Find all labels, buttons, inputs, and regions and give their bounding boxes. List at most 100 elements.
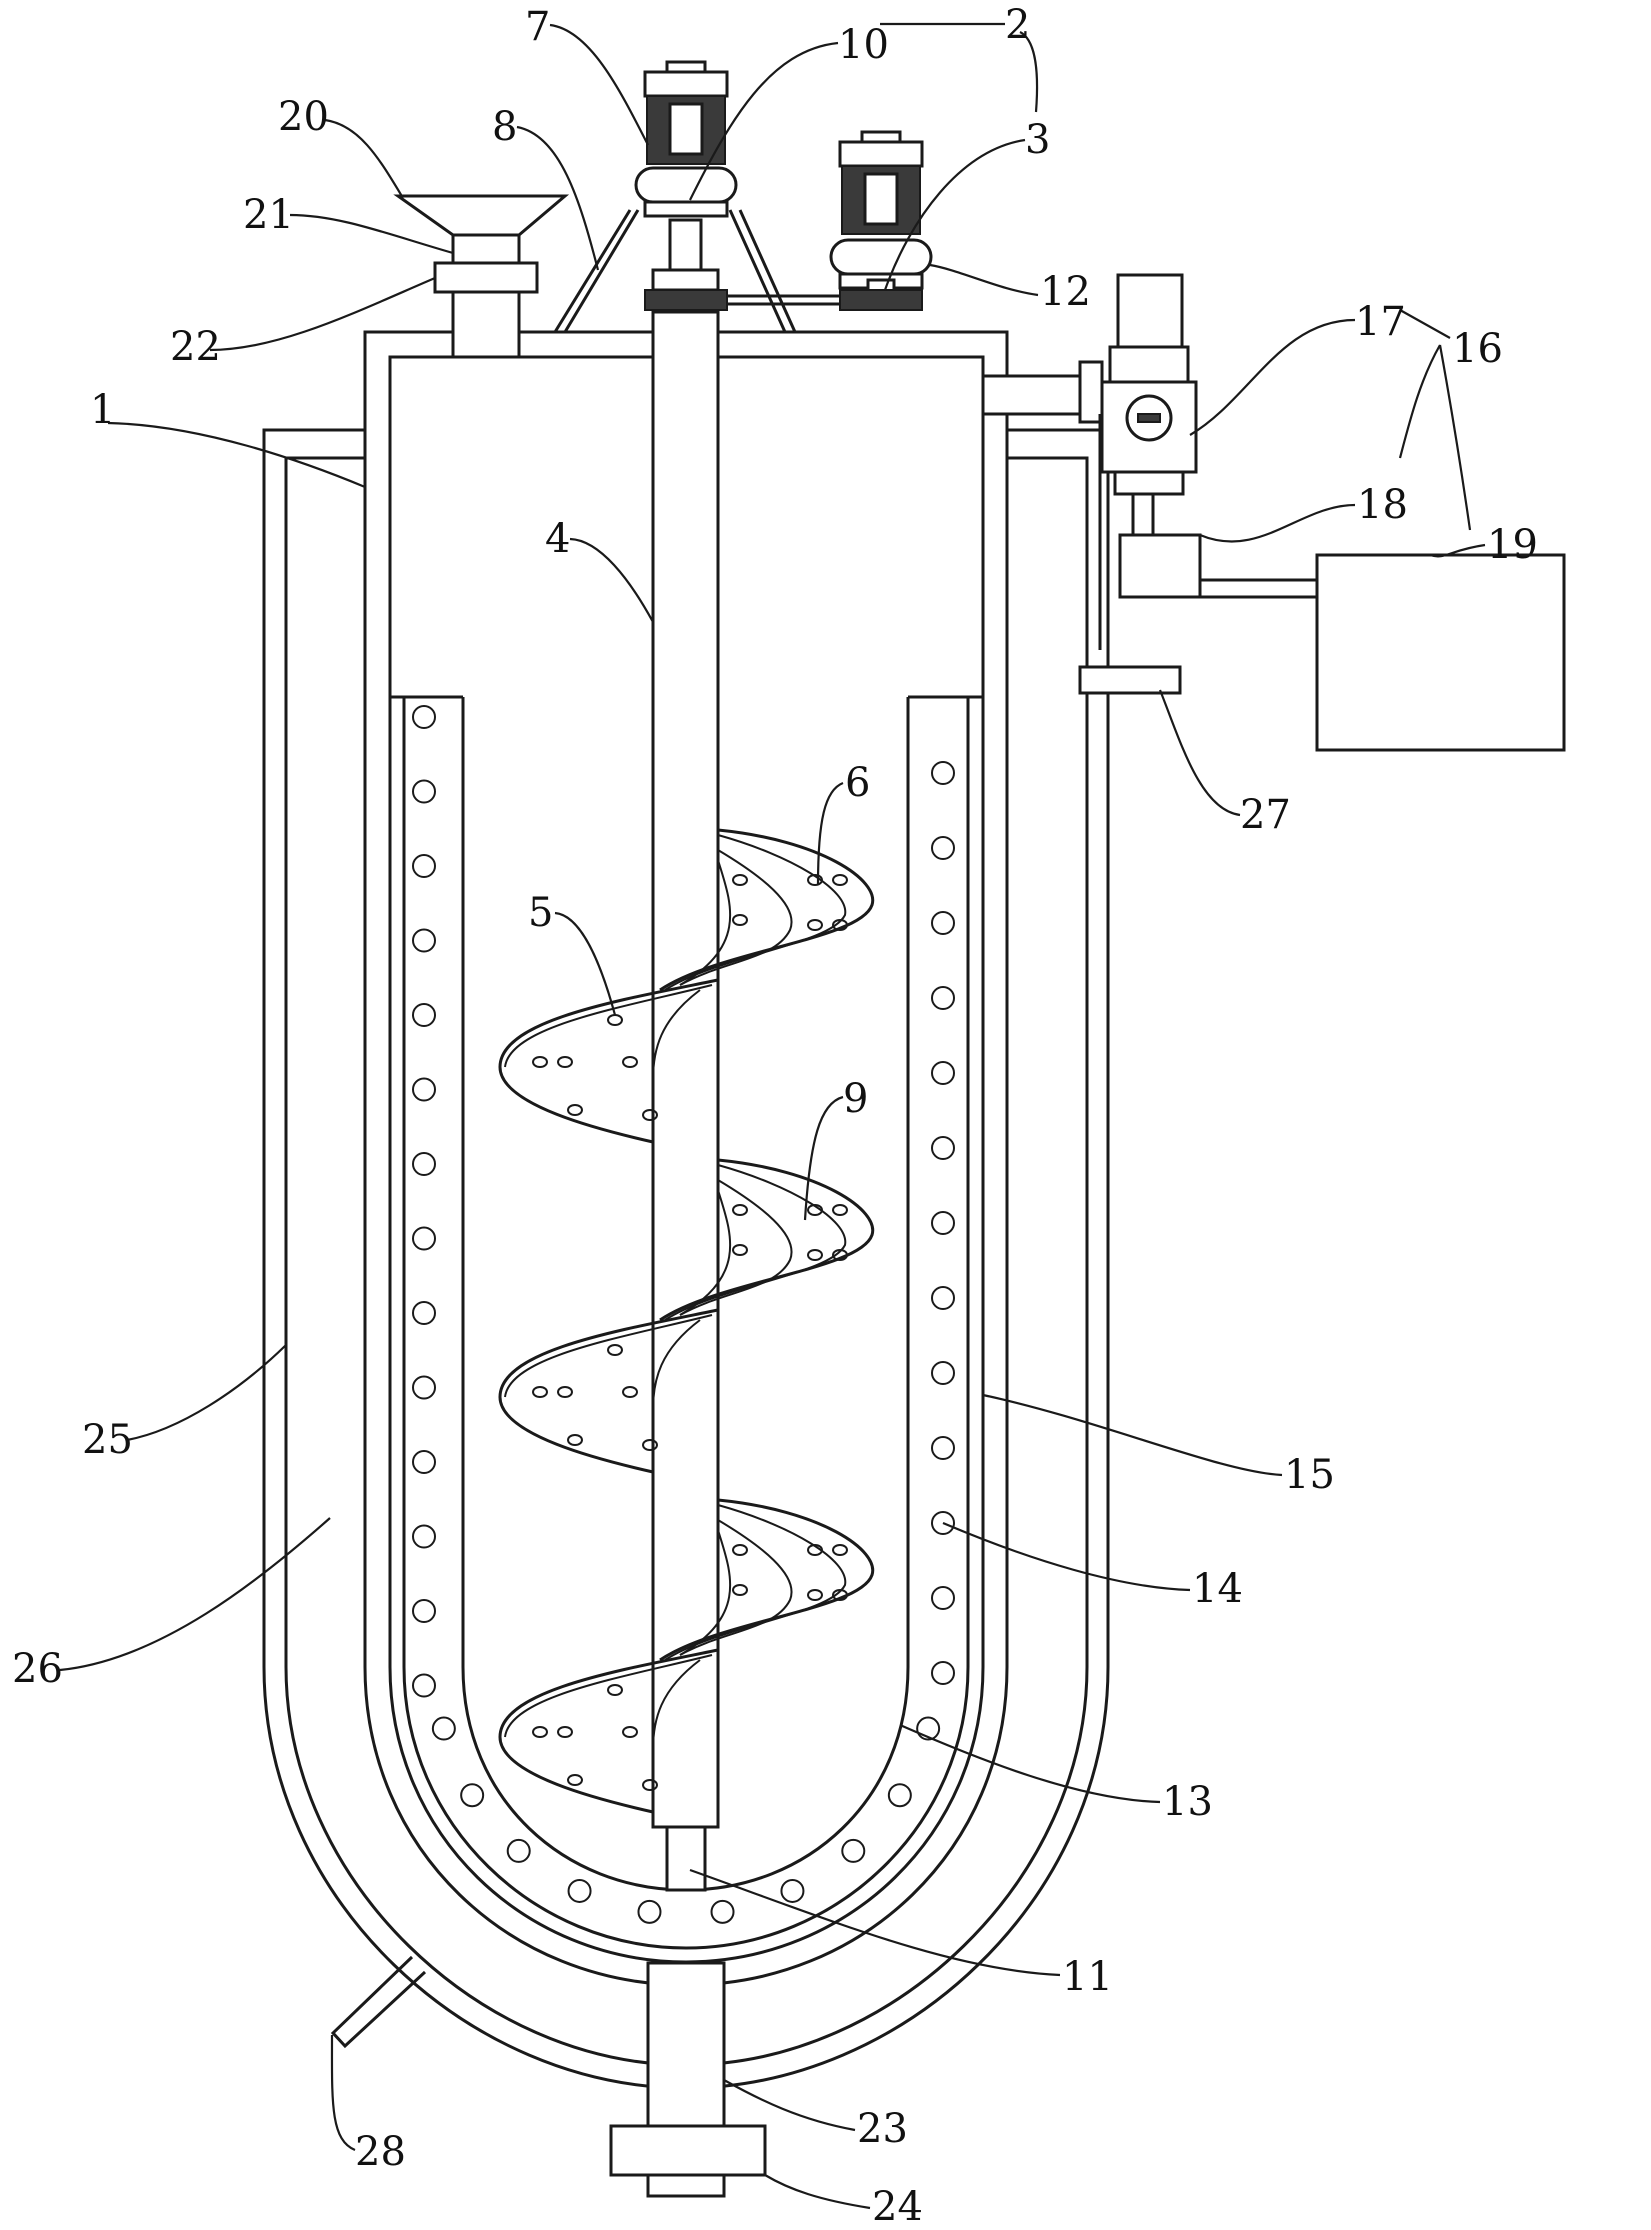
heater-hole <box>841 1838 866 1863</box>
motor-flange-bulb <box>634 166 738 204</box>
label-21: 21 <box>243 192 294 238</box>
label-1: 1 <box>90 387 115 433</box>
label-16: 16 <box>1452 326 1503 372</box>
helix-flight-right-inner <box>679 1179 793 1316</box>
helix-perforation <box>732 1544 748 1556</box>
hopper-flange <box>433 261 539 294</box>
motor2-flange-bulb <box>829 238 933 276</box>
heater-hole <box>431 1716 456 1741</box>
helix-perforation <box>622 1056 638 1068</box>
motor-base <box>643 200 729 218</box>
heater-hole <box>931 1361 955 1385</box>
helix-perforation <box>732 1244 748 1256</box>
label-7: 7 <box>525 4 550 50</box>
leader-20 <box>324 118 404 199</box>
secondary-pulley <box>839 289 923 311</box>
heater-hole <box>412 705 436 729</box>
feed-hopper <box>393 194 570 237</box>
label-17: 17 <box>1355 299 1406 345</box>
heater-hole <box>931 1136 955 1160</box>
pipe-flange <box>1078 360 1104 424</box>
motor2-nameplate <box>863 172 899 226</box>
heater-hole <box>931 836 955 860</box>
helix-perforation <box>807 1544 823 1556</box>
secondary-motor <box>829 130 933 311</box>
label-26: 26 <box>12 1646 63 1692</box>
helix-perforation <box>607 1684 623 1696</box>
heater-hole <box>931 1211 955 1235</box>
outlet-pipe-23 <box>646 1961 726 2128</box>
label-3: 3 <box>1025 117 1050 163</box>
helix-perforation <box>567 1434 583 1446</box>
support-bracket-27 <box>1078 665 1182 695</box>
heater-hole <box>931 1286 955 1310</box>
helix-perforation <box>807 1204 823 1216</box>
heater-hole <box>460 1783 485 1808</box>
helix-flight-left-edge <box>652 1319 701 1411</box>
heater-hole <box>412 854 436 878</box>
leader-27 <box>1158 689 1241 817</box>
helix-perforation <box>622 1386 638 1398</box>
label-28: 28 <box>355 2129 406 2175</box>
helix-perforation <box>642 1779 658 1791</box>
leader-18 <box>1199 503 1356 543</box>
helix-perforation <box>622 1726 638 1738</box>
auxiliary-unit <box>981 273 1566 752</box>
bracket-leg-left-a <box>553 209 632 333</box>
heater-hole <box>931 1586 955 1610</box>
leader-24 <box>764 2174 871 2210</box>
leader-12 <box>929 263 1039 297</box>
label-5: 5 <box>528 890 553 936</box>
bracket-leg-right-a <box>728 209 787 333</box>
helix-flight-left-inner <box>504 1654 713 1738</box>
heater-hole <box>412 1152 436 1176</box>
helix-flight-right-mid <box>664 1164 847 1321</box>
heater-hole <box>710 1899 735 1924</box>
helix-perforation <box>832 1589 848 1601</box>
label-9: 9 <box>843 1076 868 1122</box>
helix-perforation <box>732 874 748 886</box>
hopper-neck <box>451 233 521 265</box>
helix-perforation <box>532 1056 548 1068</box>
heater-hole <box>931 986 955 1010</box>
helix-perforation <box>807 919 823 931</box>
tank-box-19 <box>1315 553 1566 752</box>
heater-hole <box>412 928 436 953</box>
leader-9 <box>803 1095 844 1221</box>
helix-perforation <box>607 1014 623 1026</box>
heater-hole <box>412 1226 436 1251</box>
heater-hole <box>412 1003 436 1027</box>
helix-perforation <box>807 874 823 886</box>
label-23: 23 <box>857 2106 908 2152</box>
leader-25 <box>126 1344 287 1442</box>
agitator-shaft <box>651 310 720 1892</box>
leader-10 <box>689 41 839 201</box>
helix-perforation <box>732 914 748 926</box>
helix-perforation <box>607 1344 623 1356</box>
label-11: 11 <box>1062 1954 1113 2000</box>
leader-17 <box>1189 318 1356 436</box>
label-14: 14 <box>1192 1566 1243 1612</box>
helical-ribbon <box>498 828 875 1814</box>
heater-hole <box>887 1783 912 1808</box>
outlet-stub <box>646 2173 726 2198</box>
heater-hole <box>931 1511 955 1535</box>
bracket-leg-right-b <box>738 209 797 333</box>
helix-flight-left-outer <box>498 1308 719 1474</box>
leader-22 <box>209 276 436 352</box>
helix-flight-right-inner <box>679 1519 793 1656</box>
leader-11 <box>689 1868 1061 1977</box>
helix-perforation <box>832 1204 848 1216</box>
leader-5 <box>554 911 617 1016</box>
heater-hole <box>412 1375 436 1400</box>
label-4: 4 <box>545 516 570 562</box>
connecting-pipe <box>1198 578 1319 599</box>
helix-flight-right-inner <box>679 849 793 986</box>
helix-perforation <box>642 1439 658 1451</box>
label-2: 2 <box>1005 2 1030 48</box>
shaft-coupling <box>668 218 703 274</box>
label-13: 13 <box>1162 1779 1213 1825</box>
motor-nameplate <box>668 102 704 156</box>
gauge-indicator <box>1137 413 1161 423</box>
heater-hole <box>931 761 955 785</box>
